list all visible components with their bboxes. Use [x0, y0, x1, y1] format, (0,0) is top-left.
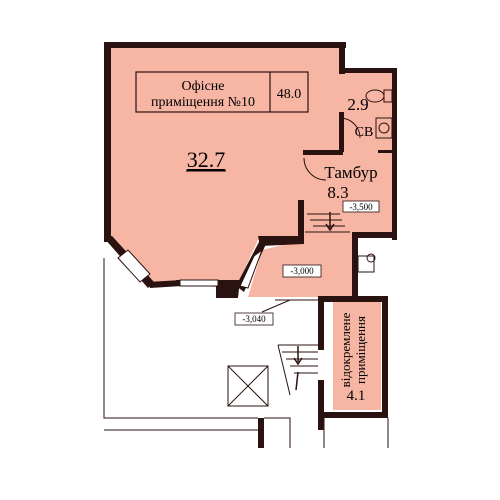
separate-room-fill — [333, 300, 381, 410]
wc-label: СВ — [355, 125, 374, 140]
separate-room-label-line1: відокремлене — [338, 312, 353, 387]
elevation-stair: -3,000 — [290, 266, 314, 276]
windows — [117, 248, 264, 289]
vestibule-area-label: 8.3 — [327, 183, 348, 202]
stair-arrows — [293, 212, 335, 391]
vestibule-label: Тамбур — [324, 163, 377, 182]
office-area-label: 32.7 — [187, 147, 226, 172]
separate-room-label-line2: приміщення — [353, 316, 368, 384]
separate-room-area-label: 4.1 — [347, 388, 366, 404]
elevation-vestibule: -3,500 — [349, 202, 373, 212]
doors — [303, 117, 361, 181]
wc-room-fill — [340, 72, 392, 150]
room-fills — [110, 47, 392, 410]
elevation-lower: -3,040 — [242, 314, 266, 324]
office-room-fill — [110, 47, 340, 290]
title-box: Офісне приміщення №10 48.0 — [135, 71, 309, 113]
office-name-line2: приміщення №10 — [151, 95, 255, 110]
landing-room-fill — [248, 230, 352, 297]
room-labels: 32.7 2.9 СВ Тамбур 8.3 відокремлене прим… — [186, 95, 378, 404]
wc-area-label: 2.9 — [347, 95, 368, 114]
elevation-marks: -3,500 -3,000 -3,040 — [234, 200, 380, 326]
office-name-line1: Офісне — [182, 79, 225, 94]
office-total-area: 48.0 — [277, 87, 302, 102]
